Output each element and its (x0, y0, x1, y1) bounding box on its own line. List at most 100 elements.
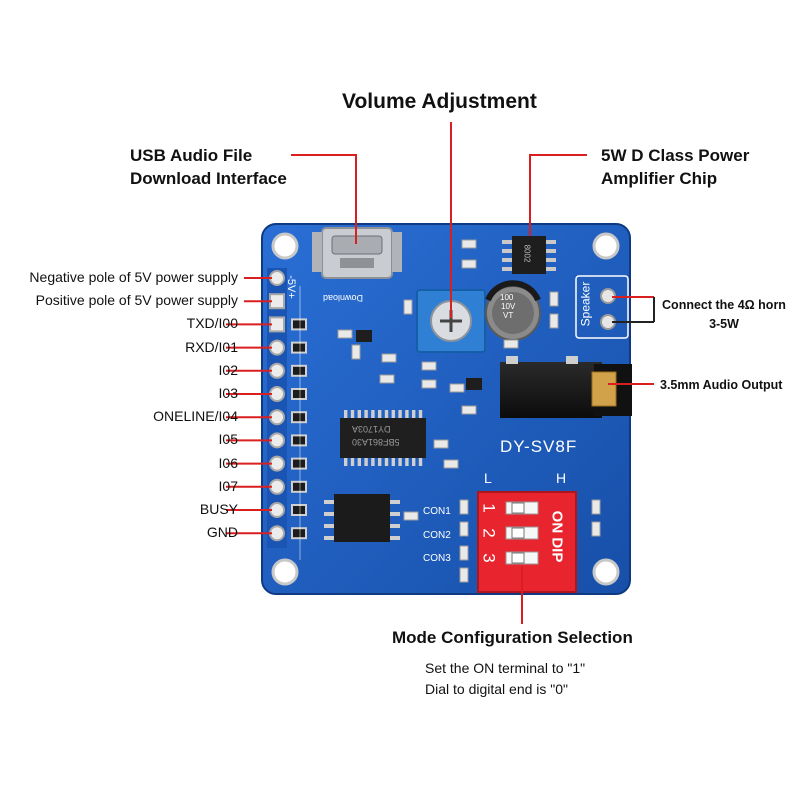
mounting-holes (271, 232, 620, 586)
pin-resistor (291, 504, 307, 516)
board-model-label: DY-SV8F (500, 437, 578, 456)
resistor-column (291, 318, 307, 540)
usb-callout-line-2: Download Interface (130, 169, 287, 188)
mcu-pin (418, 458, 423, 466)
mcu-pin (391, 410, 395, 418)
horn-callout-line-2: 3-5W (709, 317, 739, 331)
dip-number-1: 1 (479, 503, 499, 513)
header-pin (269, 386, 285, 402)
callout-lines-dark (612, 297, 655, 323)
mcu-pin (398, 410, 402, 418)
mcu-text-2: 5BF861A30 (352, 437, 400, 447)
usb-callout-line-1: USB Audio File (130, 146, 253, 165)
pin-resistor (291, 388, 307, 400)
header-pin (269, 339, 285, 356)
mode-note-line-2: Dial to digital end is "0" (425, 681, 569, 697)
power-silk-label: -5V+ (284, 275, 297, 299)
pin-resistor (291, 434, 307, 447)
pin-label: RXD/I01 (185, 338, 238, 355)
dip-high-label: H (556, 470, 567, 486)
mcu-pin (357, 458, 361, 466)
speaker-terminal (575, 275, 629, 339)
amp-callout: 5W D Class Power Amplifier Chip (601, 144, 749, 190)
sot-transistors (356, 330, 482, 390)
amplifier-chip (502, 236, 556, 274)
header-pin (269, 502, 285, 518)
header-pin (269, 293, 285, 310)
header-pin (269, 270, 285, 286)
con1-label: CON1 (423, 506, 451, 517)
pin-label: Negative pole of 5V power supply (29, 269, 238, 285)
electrolytic-capacitor (485, 280, 541, 341)
usb-callout: USB Audio File Download Interface (130, 144, 287, 190)
mcu-pin (405, 458, 409, 466)
con3-label: CON3 (423, 553, 451, 564)
mcu-pin (384, 410, 389, 418)
pin-label: BUSY (199, 501, 238, 517)
callout-lines (291, 122, 654, 624)
mcu-pin (412, 410, 416, 418)
volume-adjustment-title: Volume Adjustment (342, 90, 537, 113)
pin-resistor (291, 364, 307, 377)
audio-output-callout: 3.5mm Audio Output (660, 378, 783, 392)
mcu-pin (405, 410, 409, 418)
pin-resistor (291, 527, 307, 540)
pin-label: ONELINE/I04 (153, 408, 238, 425)
pin-label: I02 (218, 361, 238, 378)
pin-label: TXD/I00 (186, 315, 238, 332)
mcu-pin (378, 410, 382, 418)
header-pin (269, 525, 285, 542)
pin-label: GND (206, 524, 238, 541)
horn-callout-line-1: Connect the 4Ω horn (662, 298, 786, 312)
smd-components (337, 239, 601, 583)
dip-number-2: 2 (479, 528, 499, 538)
mcu-pin (418, 410, 423, 418)
pin-label: Positive pole of 5V power supply (35, 292, 238, 309)
mcu-pin (378, 458, 382, 466)
amp-callout-line-2: Amplifier Chip (601, 169, 718, 188)
mcu-pin (412, 458, 416, 466)
header-pin (269, 432, 285, 449)
pin-resistor (291, 318, 307, 331)
mcu-pin (398, 458, 402, 466)
mcu-pin (364, 458, 368, 466)
mcu-pin (364, 410, 368, 418)
header-pin (269, 362, 285, 379)
pin-label: I06 (218, 454, 238, 471)
amp-callout-line-1: 5W D Class Power (601, 146, 750, 165)
mcu-pin (391, 458, 395, 466)
flash-chip (324, 494, 400, 542)
dip-on-label: ON DIP (548, 510, 566, 563)
dip-switch (477, 491, 577, 593)
mode-callout: Mode Configuration Selection (392, 628, 633, 647)
header-pin (269, 409, 285, 426)
mcu-pin (350, 458, 355, 466)
mcu-pin (350, 410, 355, 418)
pin-resistor (291, 341, 307, 354)
pin-resistor (291, 411, 307, 424)
dip-low-label: L (484, 470, 492, 486)
header-pin (269, 316, 285, 333)
mode-note: Set the ON terminal to "1" Dial to digit… (425, 658, 585, 700)
speaker-silk-label: Speaker (578, 281, 593, 327)
usb-silk-label: Download (323, 293, 364, 303)
audio-jack (500, 356, 632, 418)
cap-text-1: 100 (500, 293, 514, 302)
pin-label: I03 (218, 385, 238, 401)
mcu-pin (357, 410, 361, 418)
pin-callout-lines (226, 277, 272, 535)
pin-resistor (291, 457, 307, 470)
mcu-chip (340, 410, 426, 466)
header-pins (269, 270, 285, 542)
cap-text-3: VT (503, 311, 514, 320)
header-pin (269, 478, 285, 495)
mcu-pin (371, 458, 375, 466)
horn-callout: Connect the 4Ω horn 3-5W (660, 296, 788, 334)
pin-resistor (291, 480, 307, 493)
mcu-pin (344, 458, 348, 466)
mcu-pin (344, 410, 348, 418)
pin-label: I07 (218, 477, 238, 494)
